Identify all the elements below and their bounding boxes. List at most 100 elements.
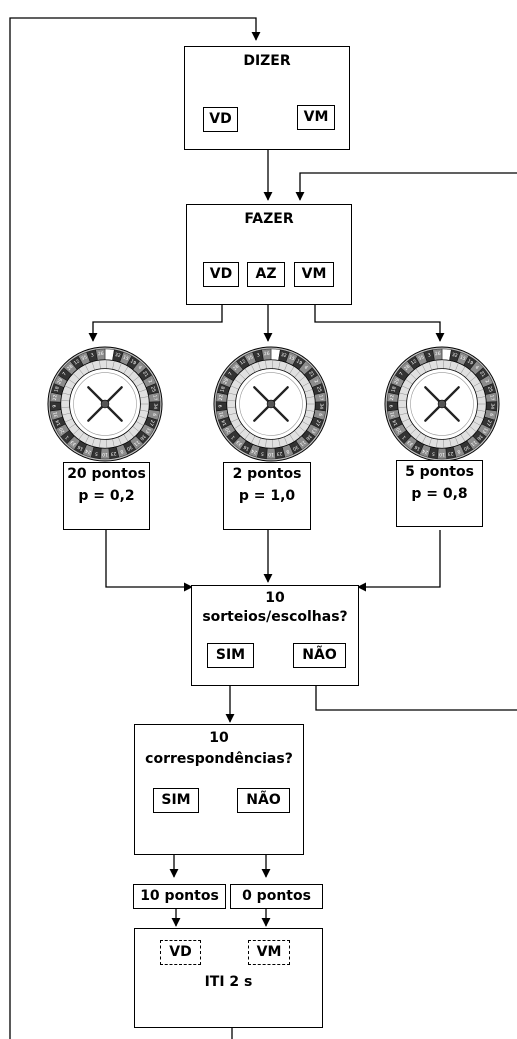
roulette-number: 9 <box>52 404 58 407</box>
roulette-number: 11 <box>469 439 477 447</box>
roulette-number: 27 <box>485 419 493 427</box>
roulette-number: 22 <box>218 394 225 401</box>
roulette-number: 15 <box>288 354 296 362</box>
roulette-number: 21 <box>307 370 315 378</box>
roulette-number: 36 <box>475 433 483 441</box>
roulette-number: 16 <box>242 444 250 452</box>
roulette-number: 27 <box>314 419 322 427</box>
iti-label: ITI 2 s <box>204 974 253 990</box>
roulette-number: 0 <box>445 351 448 357</box>
roulette-number: 26 <box>264 351 270 357</box>
roulette-number: 35 <box>246 354 254 362</box>
roulette-number: 7 <box>398 371 405 377</box>
roulette-number: 3 <box>427 352 431 359</box>
roulette-number: 25 <box>315 386 322 393</box>
roulette-number: 13 <box>144 426 152 434</box>
roulette-number: 20 <box>395 426 403 434</box>
iti-vd-option: VD <box>160 940 201 965</box>
roulette-number: 12 <box>410 358 418 366</box>
roulette-number: 24 <box>421 447 429 455</box>
roulette-number: 15 <box>459 354 467 362</box>
sorteios-count: 10 <box>265 590 285 606</box>
roulette-number: 9 <box>389 404 395 407</box>
points-3-probability: p = 0,8 <box>411 486 468 502</box>
roulette-number: 21 <box>141 370 149 378</box>
roulette-number: 9 <box>218 404 224 407</box>
roulette-number: 28 <box>403 364 411 372</box>
correspondencias-count: 10 <box>209 730 229 746</box>
roulette-number: 23 <box>447 450 454 457</box>
roulette-number: 36 <box>138 433 146 441</box>
roulette-number: 21 <box>478 370 486 378</box>
roulette-number: 13 <box>310 426 318 434</box>
roulette-number: 25 <box>149 386 156 393</box>
fazer-vm-option: VM <box>294 262 334 287</box>
ten-points-box: 10 pontos <box>133 884 226 909</box>
roulette-number: 31 <box>218 411 225 418</box>
points-box-2: 2 pontos p = 1,0 <box>223 462 311 530</box>
roulette-number: 18 <box>390 386 397 393</box>
roulette-number: 17 <box>488 394 495 401</box>
roulette-number: 34 <box>318 403 324 409</box>
roulette-number: 32 <box>451 352 458 359</box>
roulette-number: 24 <box>84 447 92 455</box>
roulette-number: 14 <box>221 419 229 427</box>
iti-vm-option: VM <box>248 940 290 965</box>
roulette-number: 10 <box>439 451 445 457</box>
roulette-number: 0 <box>274 351 277 357</box>
roulette-number: 31 <box>52 411 59 418</box>
roulette-number: 28 <box>232 364 240 372</box>
sorteios-box: 10 sorteios/escolhas? SIM NÃO <box>191 585 359 686</box>
roulette-number: 18 <box>53 386 60 393</box>
roulette-number: 32 <box>280 352 287 359</box>
roulette-number: 28 <box>66 364 74 372</box>
roulette-number: 11 <box>132 439 140 447</box>
roulette-number: 22 <box>52 394 59 401</box>
points-box-1: 20 pontos p = 0,2 <box>63 462 150 530</box>
roulette-number: 4 <box>474 365 480 371</box>
roulette-number: 22 <box>389 394 396 401</box>
correspondencias-sim-option: SIM <box>153 788 199 813</box>
roulette-number: 26 <box>98 351 104 357</box>
roulette-number: 3 <box>256 352 260 359</box>
roulette-number: 19 <box>466 358 474 366</box>
outer-loop-line <box>9 17 261 1039</box>
points-2-value: 2 pontos <box>232 466 302 482</box>
roulette-number: 30 <box>462 444 470 452</box>
roulette-number: 13 <box>481 426 489 434</box>
roulette-number: 12 <box>239 358 247 366</box>
roulette-number: 19 <box>295 358 303 366</box>
roulette-number: 6 <box>488 413 494 417</box>
roulette-number: 1 <box>64 434 70 440</box>
roulette-number: 2 <box>483 379 490 384</box>
roulette-number: 1 <box>401 434 407 440</box>
roulette-number: 36 <box>304 433 312 441</box>
dizer-vm-option: VM <box>297 105 335 130</box>
roulette-number: 18 <box>219 386 226 393</box>
points-1-value: 20 pontos <box>67 466 146 482</box>
roulette-number: 14 <box>55 419 63 427</box>
dizer-vd-option: VD <box>203 107 238 132</box>
sorteios-question: sorteios/escolhas? <box>202 609 348 625</box>
roulette-number: 35 <box>80 354 88 362</box>
nao-return-line <box>295 172 517 201</box>
points-box-3: 5 pontos p = 0,8 <box>396 460 483 527</box>
roulette-number: 7 <box>227 371 234 377</box>
roulette-number: 34 <box>489 403 495 409</box>
roulette-number: 0 <box>108 351 111 357</box>
sorteios-sim-option: SIM <box>207 643 254 668</box>
sorteios-nao-option: NÃO <box>293 643 346 668</box>
roulette-number: 17 <box>151 394 158 401</box>
roulette-number: 35 <box>417 354 425 362</box>
roulette-number: 15 <box>122 354 130 362</box>
fazer-title: FAZER <box>244 211 294 227</box>
roulette-number: 26 <box>435 351 441 357</box>
roulette-number: 29 <box>56 377 64 385</box>
nao-loop-line <box>315 685 517 711</box>
points-2-probability: p = 1,0 <box>238 488 296 504</box>
roulette-number: 27 <box>148 419 156 427</box>
correspondencias-nao-option: NÃO <box>237 788 290 813</box>
roulette-number: 34 <box>152 403 158 409</box>
arrow-points-1-to-sorteios <box>105 530 193 592</box>
